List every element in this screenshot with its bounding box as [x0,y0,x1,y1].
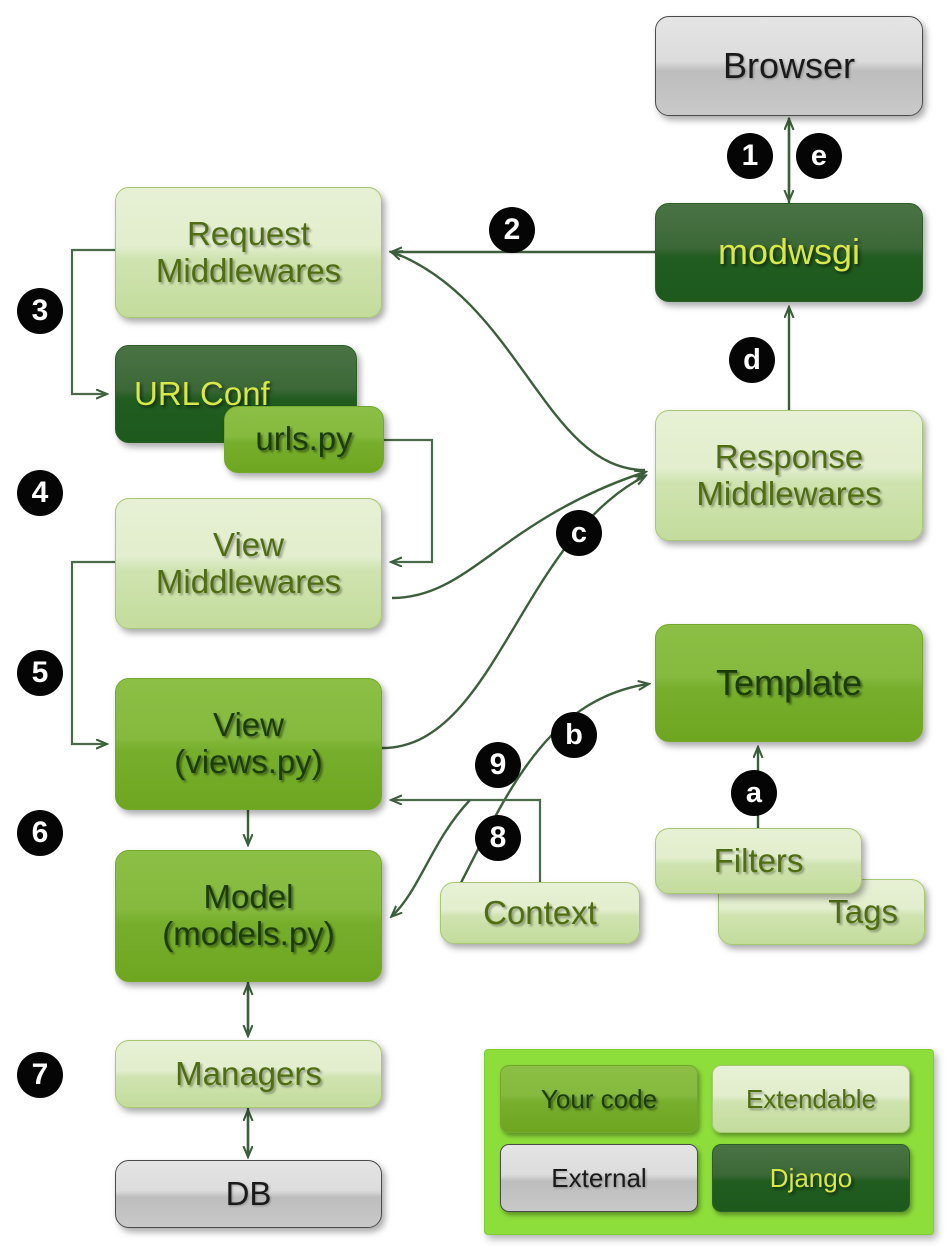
legend-item-django[interactable]: Django [712,1144,910,1212]
arrow-request-middlewares-to-urlconf [70,248,115,394]
arrow-view-middlewares-to-view [70,560,115,744]
node-filters[interactable]: Filters [655,828,862,894]
node-model-label: Model (models.py) [162,878,335,952]
legend-item-extendable[interactable]: Extendable [712,1065,910,1133]
badge-step-2: 2 [489,207,535,253]
node-db[interactable]: DB [115,1160,382,1228]
badge-step-a-label: a [745,776,763,809]
badge-step-9: 9 [475,742,521,788]
node-urlconf-label: URLConf [134,374,270,412]
node-filters-label: Filters [713,841,804,879]
badge-step-6: 6 [17,810,63,856]
arrow-urls-to-view-middlewares [384,438,434,562]
badge-step-8-label: 8 [489,821,507,854]
node-modwsgi-label: modwsgi [717,231,861,273]
badge-step-7-label: 7 [31,1058,49,1091]
badge-step-5: 5 [17,650,63,696]
badge-step-4-label: 4 [31,476,49,509]
node-template-label: Template [715,661,863,703]
badge-step-c: c [556,510,602,556]
arrow-view-to-response-middlewares [381,476,645,750]
badge-step-6-label: 6 [31,816,49,849]
legend-item-external[interactable]: External [500,1144,698,1212]
node-browser[interactable]: Browser [655,16,923,116]
node-view-middlewares[interactable]: View Middlewares [115,498,382,629]
node-urls-py[interactable]: urls.py [224,406,384,473]
node-managers[interactable]: Managers [115,1040,382,1108]
arrow-view-to-template [450,684,648,901]
badge-step-4: 4 [17,470,63,516]
arrow-response-middlewares-to-request-middlewares [392,252,646,472]
legend-item-external-label: External [551,1162,647,1193]
node-view-label: View (views.py) [174,706,323,780]
badge-step-d-label: d [743,343,761,376]
badge-step-3-label: 3 [31,294,49,327]
node-view-middlewares-label: View Middlewares [155,525,342,600]
badge-step-e: e [796,133,842,179]
badge-step-c-label: c [570,516,588,549]
badge-step-e-label: e [810,139,828,172]
badge-step-b-label: b [565,718,583,751]
badge-step-1: 1 [727,133,773,179]
legend-item-your-code[interactable]: Your code [500,1065,698,1133]
legend-item-extendable-label: Extendable [745,1083,877,1114]
node-request-middlewares[interactable]: Request Middlewares [115,187,382,318]
legend-item-your-code-label: Your code [540,1083,658,1114]
node-template[interactable]: Template [655,624,923,742]
badge-step-9-label: 9 [489,748,507,781]
badge-step-b: b [551,712,597,758]
node-tags-label: Tags [828,892,898,930]
node-managers-label: Managers [175,1054,322,1092]
node-modwsgi[interactable]: modwsgi [655,203,923,302]
node-context-label: Context [483,893,597,931]
node-model[interactable]: Model (models.py) [115,850,382,982]
badge-step-1-label: 1 [741,139,759,172]
badge-step-8: 8 [475,815,521,861]
node-urls-py-label: urls.py [255,420,353,458]
badge-step-3: 3 [17,288,63,334]
badge-step-d: d [729,337,775,383]
node-view[interactable]: View (views.py) [115,678,382,810]
node-response-middlewares-label: Response Middlewares [696,437,882,512]
arrow-view-middlewares-to-response-middlewares [391,472,645,600]
legend-item-django-label: Django [769,1162,853,1193]
badge-step-7: 7 [17,1052,63,1098]
badge-step-a: a [731,770,777,816]
node-request-middlewares-label: Request Middlewares [155,214,342,289]
node-db-label: DB [225,1174,272,1212]
legend-panel: Your code Extendable External Django [484,1049,934,1235]
node-response-middlewares[interactable]: Response Middlewares [655,410,923,541]
node-browser-label: Browser [722,44,856,86]
badge-step-5-label: 5 [31,656,49,689]
badge-step-2-label: 2 [503,213,521,246]
node-context[interactable]: Context [440,882,640,944]
